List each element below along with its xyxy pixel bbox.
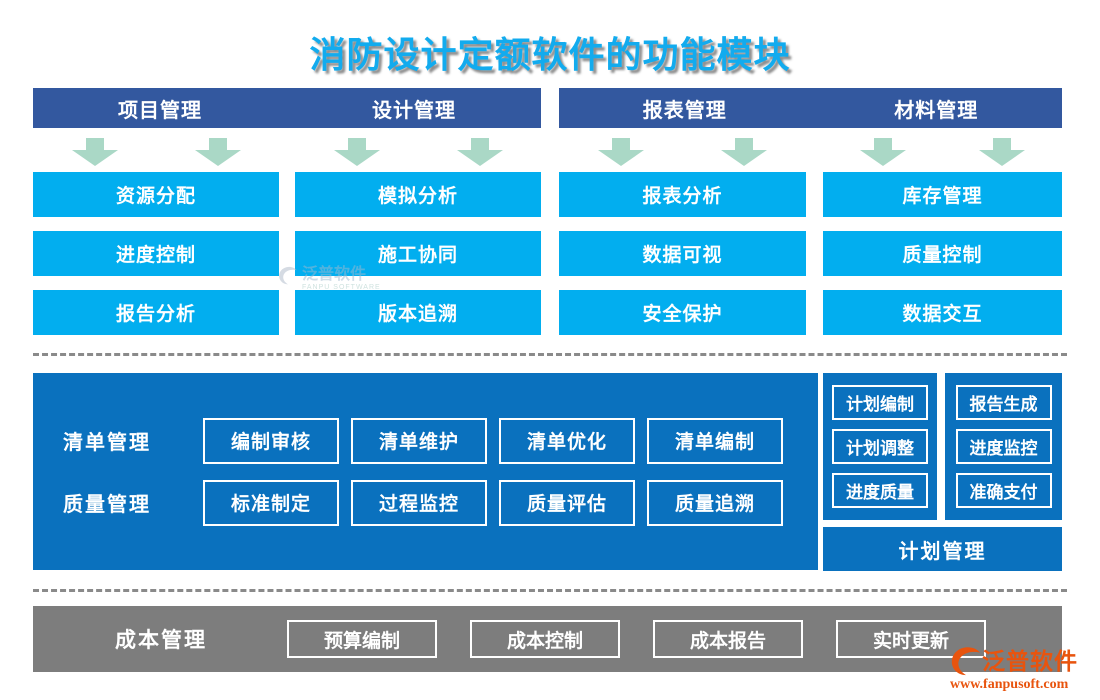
header-design-management: 设计管理 — [372, 99, 456, 122]
arrow-row — [823, 138, 1062, 168]
down-arrow-icon — [859, 138, 906, 166]
plan-box: 计划编制 — [832, 385, 928, 420]
sub-module-box: 质量评估 — [499, 479, 635, 526]
plan-box: 报告生成 — [955, 385, 1052, 420]
watermark-logo: 泛普软件 FANPU SOFTWARE — [278, 260, 381, 291]
sub-module-box: 清单维护 — [351, 417, 487, 464]
plan-box: 进度质量 — [832, 473, 928, 508]
watermark-logo-icon — [279, 266, 297, 285]
module-box: 报表分析 — [559, 172, 806, 217]
plan-panel-left: 计划编制 计划调整 进度质量 — [823, 373, 937, 520]
down-arrow-icon — [456, 138, 503, 166]
header-bar-project-design: 项目管理 设计管理 — [33, 88, 541, 128]
brand-url: www.fanpusoft.com — [950, 677, 1069, 692]
arrow-row — [559, 138, 806, 168]
module-box: 施工协同 — [295, 231, 541, 276]
sub-module-box: 清单编制 — [647, 417, 783, 464]
module-box: 资源分配 — [33, 172, 279, 217]
down-arrow-icon — [194, 138, 241, 166]
down-arrow-icon — [597, 138, 644, 166]
module-box: 质量控制 — [823, 231, 1062, 276]
cost-box: 成本报告 — [653, 620, 803, 658]
header-material-management: 材料管理 — [894, 99, 979, 122]
module-box: 进度控制 — [33, 231, 279, 276]
module-box: 数据可视 — [559, 231, 806, 276]
cost-box: 预算编制 — [287, 620, 437, 658]
page-title: 消防设计定额软件的功能模块 — [309, 34, 791, 75]
sub-module-box: 清单优化 — [499, 417, 635, 464]
list-quality-panel: 清单管理 编制审核 清单维护 清单优化 清单编制 质量管理 标准制定 过程监控 … — [33, 373, 818, 570]
plan-box: 计划调整 — [832, 429, 928, 464]
cost-management-label: 成本管理 — [115, 629, 207, 652]
arrow-row — [295, 138, 541, 168]
quality-management-row: 质量管理 标准制定 过程监控 质量评估 质量追溯 — [33, 479, 818, 526]
sub-module-box: 编制审核 — [203, 417, 339, 464]
module-column-project: 资源分配 进度控制 报告分析 — [33, 138, 279, 349]
list-management-row: 清单管理 编制审核 清单维护 清单优化 清单编制 — [33, 417, 818, 464]
module-column-design: 模拟分析 施工协同 版本追溯 — [295, 138, 541, 349]
plan-box: 进度监控 — [955, 429, 1052, 464]
module-column-material: 库存管理 质量控制 数据交互 — [823, 138, 1062, 349]
cost-box: 成本控制 — [470, 620, 620, 658]
watermark-name: 泛普软件 — [302, 266, 367, 283]
module-box: 数据交互 — [823, 290, 1062, 335]
module-box: 报告分析 — [33, 290, 279, 335]
module-box: 版本追溯 — [295, 290, 541, 335]
header-bar-report-material: 报表管理 材料管理 — [559, 88, 1062, 128]
header-project-management: 项目管理 — [118, 99, 202, 122]
watermark-subtext: FANPU SOFTWARE — [302, 284, 381, 291]
plan-management-bar: 计划管理 — [823, 527, 1062, 571]
cost-management-bar: 成本管理 预算编制 成本控制 成本报告 实时更新 — [33, 606, 1062, 672]
brand-name: 泛普软件 — [982, 648, 1078, 674]
module-column-report: 报表分析 数据可视 安全保护 — [559, 138, 806, 349]
brand-logo: 泛普软件 www.fanpusoft.com — [950, 646, 1092, 693]
dashed-divider-top — [33, 353, 1067, 356]
module-box: 库存管理 — [823, 172, 1062, 217]
plan-box: 准确支付 — [955, 473, 1052, 508]
down-arrow-icon — [333, 138, 380, 166]
module-box: 模拟分析 — [295, 172, 541, 217]
dashed-divider-bottom — [33, 589, 1067, 592]
sub-module-box: 质量追溯 — [647, 479, 783, 526]
row-label-list-management: 清单管理 — [63, 432, 151, 454]
row-label-quality-management: 质量管理 — [63, 494, 151, 516]
down-arrow-icon — [721, 138, 768, 166]
down-arrow-icon — [979, 138, 1026, 166]
brand-logo-icon — [951, 647, 981, 676]
down-arrow-icon — [71, 138, 118, 166]
plan-panel-right: 报告生成 进度监控 准确支付 — [945, 373, 1062, 520]
arrow-row — [33, 138, 279, 168]
sub-module-box: 标准制定 — [203, 479, 339, 526]
header-report-management: 报表管理 — [642, 99, 727, 122]
module-box: 安全保护 — [559, 290, 806, 335]
cost-box: 实时更新 — [836, 620, 986, 658]
sub-module-box: 过程监控 — [351, 479, 487, 526]
